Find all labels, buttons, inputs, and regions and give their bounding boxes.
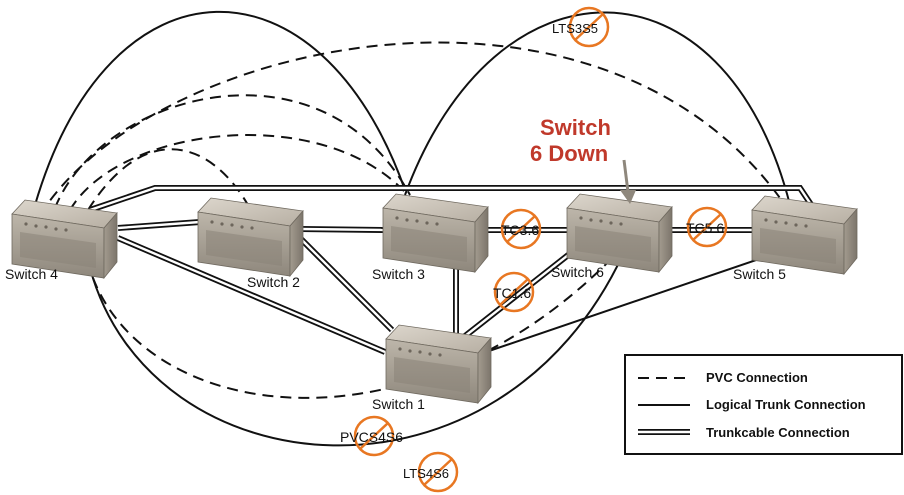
failure-marker-lts4s6 bbox=[417, 451, 459, 493]
failure-label-tc36: TC3.6 bbox=[501, 222, 539, 238]
switch-3-label: Switch 3 bbox=[372, 266, 425, 282]
callout-arrow bbox=[620, 159, 636, 204]
switch-1[interactable] bbox=[385, 324, 492, 404]
failure-label-lts4s6: LTS4S6 bbox=[403, 466, 449, 481]
pvc-s4-s2 bbox=[87, 148, 249, 211]
failure-marker-tc56 bbox=[686, 206, 728, 248]
failure-marker-pvcs4s6 bbox=[353, 415, 395, 457]
switch-1-label: Switch 1 bbox=[372, 396, 425, 412]
switch-5[interactable] bbox=[751, 195, 858, 275]
switch-2-label: Switch 2 bbox=[247, 274, 300, 290]
failure-label-tc56: TC5.6 bbox=[686, 220, 724, 236]
failure-marker-lts3s5 bbox=[568, 6, 610, 48]
legend-pvc-label: PVC Connection bbox=[706, 370, 808, 385]
switch-6[interactable] bbox=[566, 193, 673, 273]
legend: PVC Connection Logical Trunk Connection … bbox=[624, 354, 903, 455]
failure-label-pvcs4s6: PVCS4S6 bbox=[340, 429, 403, 445]
failure-label-lts3s5: LTS3S5 bbox=[552, 21, 598, 36]
failure-marker-tc36 bbox=[500, 208, 542, 250]
logical-trunk-s1-s5 bbox=[485, 255, 769, 353]
logical-trunk-s3-s5 bbox=[404, 11, 791, 206]
switch-5-label: Switch 5 bbox=[733, 266, 786, 282]
legend-trunkcable-label: Trunkcable Connection bbox=[706, 425, 850, 440]
switch-6-down-line2: 6 Down bbox=[530, 141, 608, 166]
pvc-s4-s5-top bbox=[39, 41, 786, 216]
trunkcable-lines bbox=[89, 185, 815, 355]
switch-3[interactable] bbox=[382, 193, 489, 273]
legend-logical-label: Logical Trunk Connection bbox=[706, 397, 866, 412]
failure-marker-tc16 bbox=[493, 271, 535, 313]
pvc-s4-s6-bottom bbox=[92, 249, 621, 399]
pvc-s4-s3-inner bbox=[69, 134, 413, 211]
logical-trunk-s4-s6-bottom bbox=[89, 249, 626, 447]
switch-2[interactable] bbox=[197, 197, 304, 277]
switch-4-label: Switch 4 bbox=[5, 266, 58, 282]
switch-6-label: Switch 6 bbox=[551, 264, 604, 280]
switch-6-down-line1: Switch bbox=[540, 115, 611, 140]
failure-label-tc16: TC1.6 bbox=[493, 285, 531, 301]
pvc-s4-s3-outer bbox=[54, 94, 411, 209]
logical-trunk-s4-s3 bbox=[34, 10, 406, 206]
